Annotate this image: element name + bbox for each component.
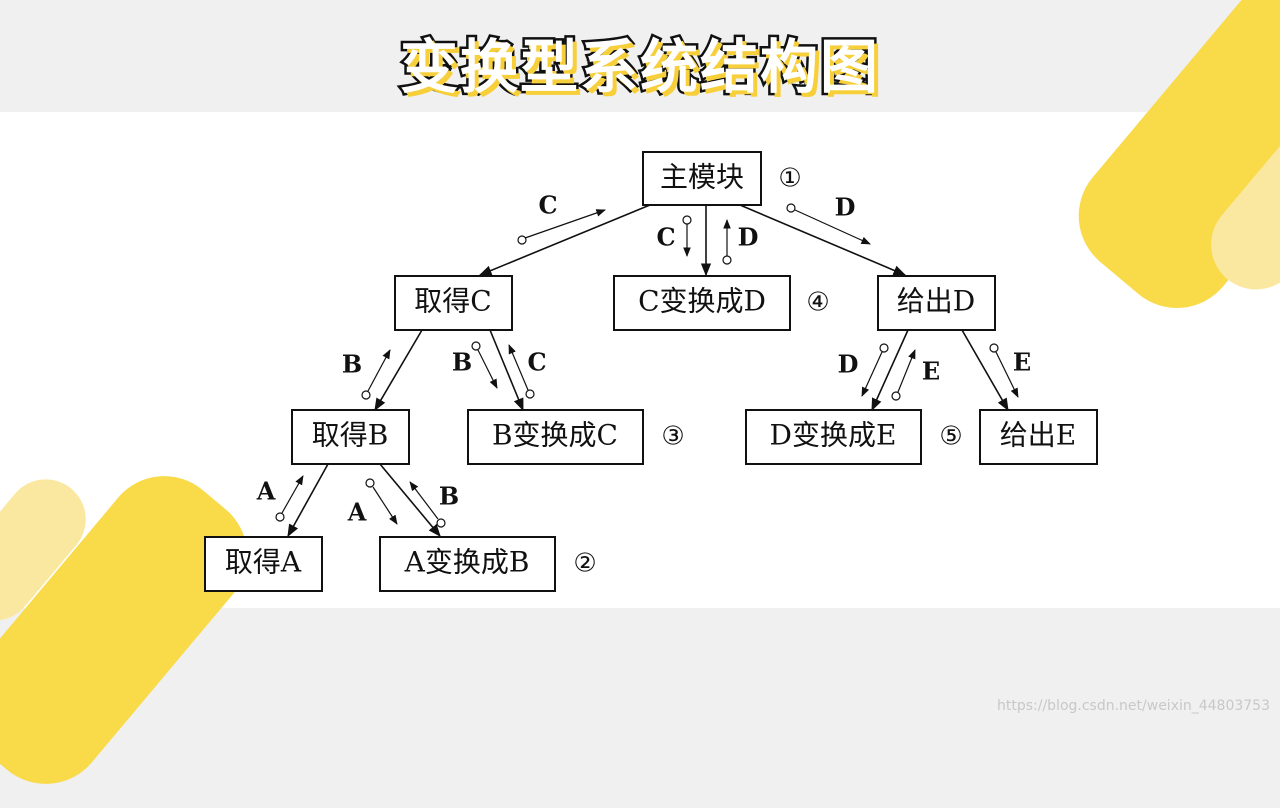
flow-label: A <box>347 498 367 527</box>
connector-main-outd <box>739 204 907 276</box>
module-box-get-c: 取得C <box>394 275 513 331</box>
module-label: 给出E <box>1000 419 1076 452</box>
connector-main-getc <box>478 204 651 276</box>
flow-arrow <box>897 349 916 393</box>
module-label: 取得C <box>414 285 491 318</box>
flow-label: B <box>342 350 362 379</box>
module-label: 取得A <box>225 546 302 579</box>
flow-tail-circle <box>722 255 732 265</box>
title-band <box>0 0 1280 112</box>
step-number-2: ② <box>573 549 596 579</box>
flow-tail-circle <box>879 343 889 353</box>
flow-label: E <box>922 357 940 386</box>
flow-label: E <box>1013 348 1031 377</box>
flow-tail-circle <box>436 518 446 528</box>
step-number-1: ① <box>778 164 801 194</box>
flow-arrow <box>794 209 871 245</box>
module-label: A变换成B <box>404 546 530 579</box>
flow-tail-circle <box>786 203 796 213</box>
connector-getc-bc <box>489 329 524 412</box>
module-label: 给出D <box>897 285 975 318</box>
data-flows <box>275 203 1019 528</box>
flow-tail-circle <box>891 391 901 401</box>
flow-label: B <box>439 482 459 511</box>
module-box-get-a: 取得A <box>204 536 323 592</box>
flow-arrow <box>477 349 498 389</box>
flow-tail-circle <box>682 215 692 225</box>
module-box-main: 主模块 <box>642 151 762 206</box>
structure-diagram: C C D D B B C D E E A A B 主模块 取得C C变换成D … <box>204 151 1098 592</box>
module-box-output-d: 给出D <box>877 275 996 331</box>
module-label: B变换成C <box>492 419 618 452</box>
flow-tail-circle <box>361 390 371 400</box>
module-label: D变换成E <box>770 419 897 452</box>
module-label: C变换成D <box>638 285 766 318</box>
step-number-4: ④ <box>806 288 829 318</box>
flow-tail-circle <box>517 235 527 245</box>
module-label: 主模块 <box>660 161 744 194</box>
flow-arrow <box>861 351 883 397</box>
flow-tail-circle <box>471 341 481 351</box>
step-number-5: ⑤ <box>939 422 962 452</box>
connector-getb-ab <box>379 463 441 537</box>
flow-arrow <box>524 209 606 239</box>
module-box-a-to-b: A变换成B <box>379 536 556 592</box>
flow-arrow <box>367 349 391 392</box>
flow-label: D <box>738 223 759 252</box>
flow-tail-circle <box>365 478 375 488</box>
connector-outd-de <box>871 329 909 412</box>
module-box-d-to-e: D变换成E <box>745 409 922 465</box>
flow-tail-circle <box>989 343 999 353</box>
flow-label: A <box>256 477 276 506</box>
step-numbers: ① ④ ③ ⑤ ② <box>573 164 962 579</box>
connector-getb-geta <box>287 463 329 538</box>
module-box-get-b: 取得B <box>291 409 410 465</box>
flow-tail-circle <box>275 512 285 522</box>
flow-labels: C C D D B B C D E E A A B <box>256 191 1031 527</box>
flow-label: D <box>838 350 859 379</box>
connector-getc-getb <box>374 329 423 412</box>
module-box-c-to-d: C变换成D <box>613 275 791 331</box>
flow-label: C <box>538 191 557 220</box>
module-box-output-e: 给出E <box>979 409 1098 465</box>
flow-label: C <box>656 223 675 252</box>
flow-label: B <box>452 348 472 377</box>
flow-arrow <box>995 351 1019 398</box>
step-number-3: ③ <box>661 422 684 452</box>
flow-arrow <box>409 481 439 520</box>
module-box-b-to-c: B变换成C <box>467 409 644 465</box>
connector-outd-oute <box>961 329 1009 412</box>
flow-label: D <box>835 193 856 222</box>
module-label: 取得B <box>312 419 389 452</box>
flow-arrow <box>281 475 304 514</box>
flow-arrow <box>372 486 398 525</box>
watermark: https://blog.csdn.net/weixin_44803753 <box>996 698 1270 714</box>
slide-title: 变换型系统结构图 <box>397 31 880 104</box>
connectors <box>287 204 1009 538</box>
flow-tail-circle <box>525 389 535 399</box>
flow-arrow <box>508 344 529 391</box>
flow-label: C <box>527 348 546 377</box>
